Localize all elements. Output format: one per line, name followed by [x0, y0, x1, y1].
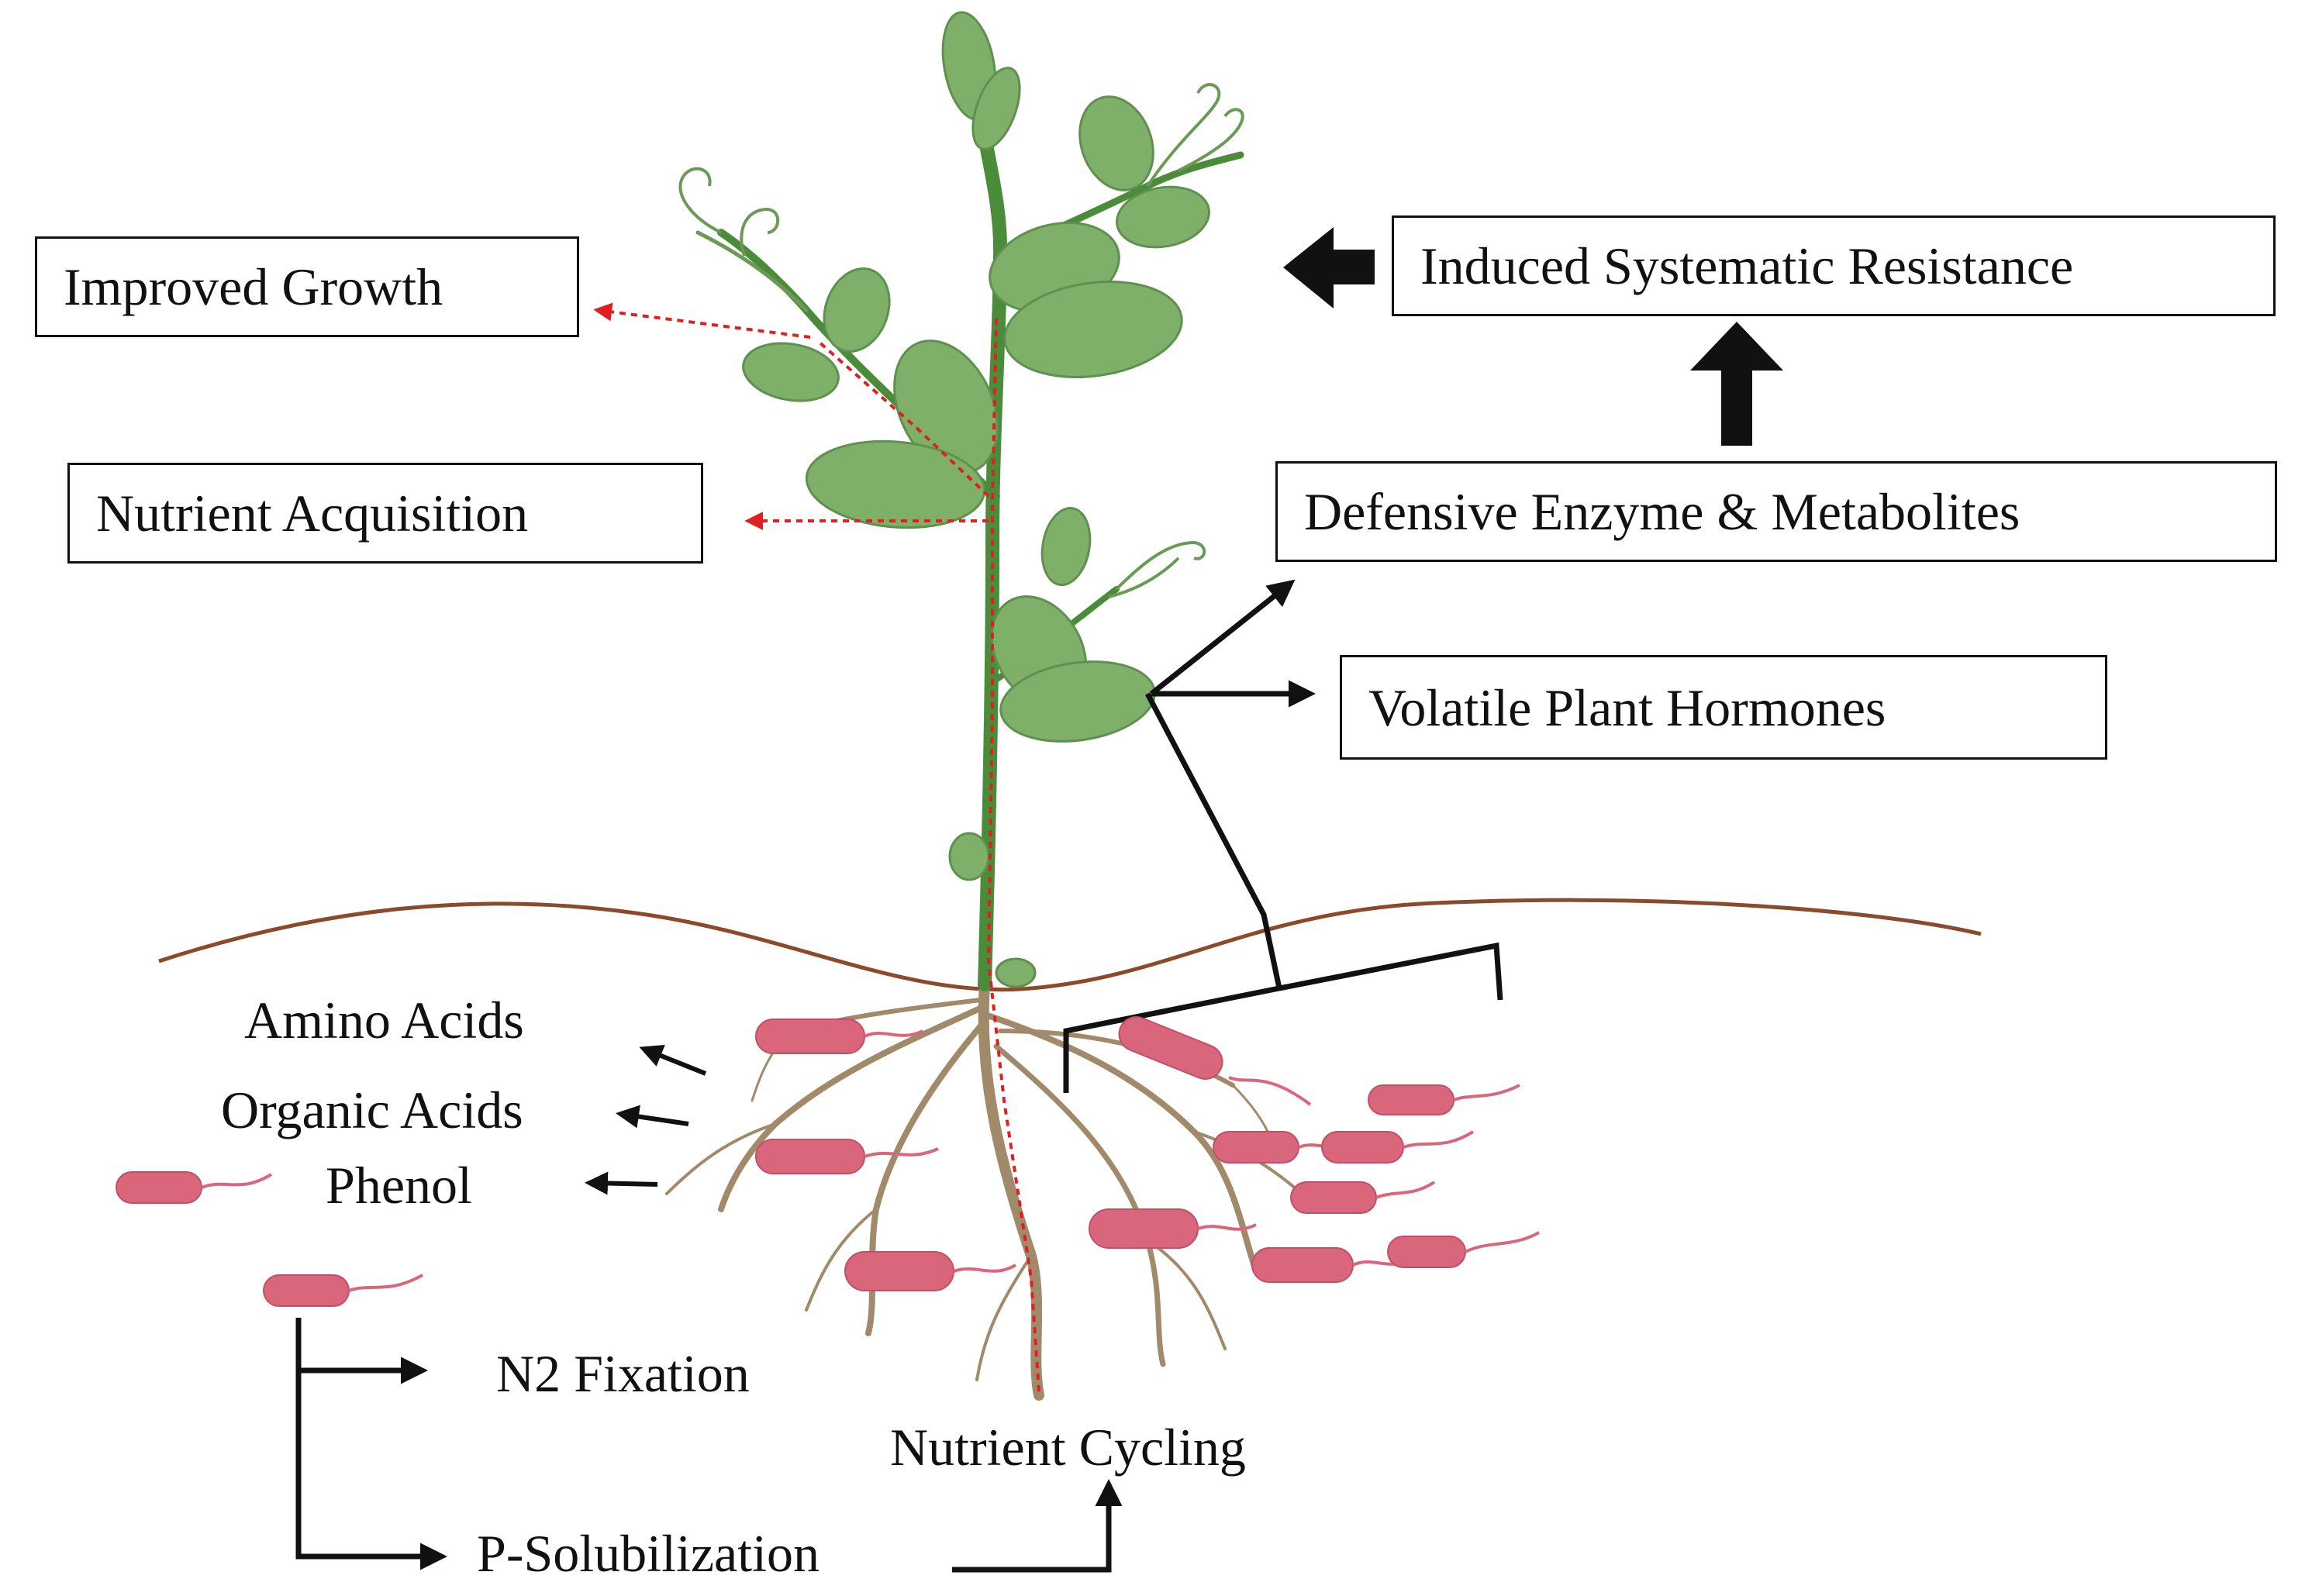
nutrient-acquisition-label: Nutrient Acquisition [96, 484, 529, 543]
improved-growth-label: Improved Growth [64, 257, 443, 316]
bracket-stem [1144, 692, 1282, 989]
induced-systematic-resistance-box: Induced Systematic Resistance [1392, 215, 2276, 316]
bold-arrow-up [1690, 322, 1783, 446]
internal-flow-lines [593, 302, 1040, 1392]
leaves [742, 11, 1210, 988]
volatile-plant-hormones-label: Volatile Plant Hormones [1368, 677, 1886, 737]
soil-surface-line [158, 898, 1982, 992]
arrow-amino-acids [639, 1044, 707, 1076]
phenol-label: Phenol [326, 1156, 472, 1215]
n2-fixation-label: N2 Fixation [496, 1344, 750, 1403]
bold-arrows [1283, 227, 1783, 446]
p-solubilization-label: P-Solubilization [477, 1524, 820, 1583]
bold-arrow-left [1283, 227, 1375, 309]
defensive-enzyme-label: Defensive Enzyme & Metabolites [1304, 482, 2020, 541]
bacteria [116, 1016, 1540, 1307]
arrow-to-improved-growth [593, 302, 811, 339]
induced-systematic-resistance-label: Induced Systematic Resistance [1420, 236, 2074, 295]
n2-p-branch [295, 1318, 419, 1560]
improved-growth-box: Improved Growth [35, 236, 579, 337]
arrow-phenol [585, 1171, 658, 1195]
arrow-to-nutrient-cycling [952, 1479, 1123, 1573]
tendrils [678, 83, 1244, 598]
nutrient-cycling-label: Nutrient Cycling [890, 1418, 1246, 1477]
defensive-enzyme-box: Defensive Enzyme & Metabolites [1275, 461, 2277, 562]
amino-acids-label: Amino Acids [244, 991, 524, 1050]
volatile-plant-hormones-box: Volatile Plant Hormones [1340, 655, 2107, 760]
nutrient-acquisition-box: Nutrient Acquisition [67, 463, 703, 564]
arrow-to-enzymes [1149, 579, 1296, 696]
arrow-organic-acids [616, 1105, 689, 1129]
connector-lines [295, 579, 1503, 1573]
organic-acids-label: Organic Acids [221, 1081, 523, 1139]
